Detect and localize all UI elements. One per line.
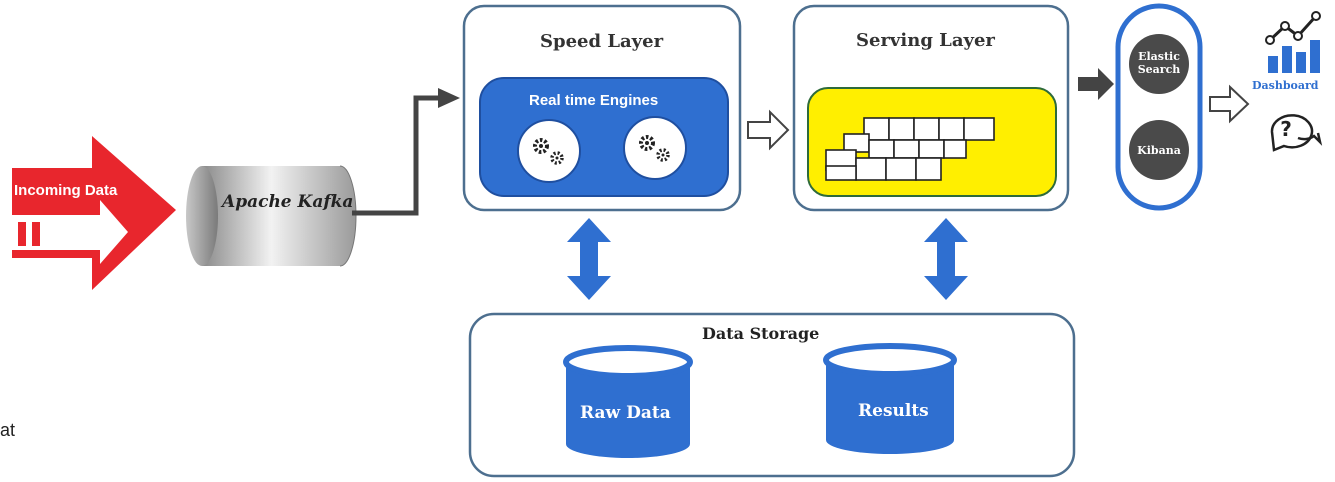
engine-gear-icon [517,119,581,183]
real-time-engines-title: Real time Engines [529,92,659,109]
kibana-node [1129,120,1189,180]
engine-gear-icon [623,116,687,180]
raw-data-label: Raw Data [580,403,671,423]
serving-to-search-arrow [1078,68,1114,100]
speed-to-serving-arrow [747,109,790,151]
search-to-dashboard-arrow [1209,84,1250,124]
edge-text-fragment: at [0,420,16,440]
results-label: Results [858,401,929,421]
serving-blocks-icon [825,117,995,181]
serving-layer-title: Serving Layer [856,30,995,51]
kafka-to-speed-connector [352,88,460,216]
data-storage-title: Data Storage [702,324,820,343]
dashboard-label: Dashboard [1252,79,1319,92]
kibana-label: Kibana [1137,144,1181,157]
incoming-data-arrow [12,136,176,290]
speed-layer-title: Speed Layer [540,31,664,52]
kafka-label: Apache Kafka [222,192,354,212]
question-chat-icon: ? [1270,114,1323,152]
results-db-icon [823,343,957,454]
elastic-search-node [1129,34,1189,94]
serving-storage-double-arrow [924,218,968,300]
raw-data-db-icon [563,345,693,458]
incoming-data-label: Incoming Data [14,182,118,199]
kafka-cylinder [186,165,357,267]
speed-storage-double-arrow [567,218,611,300]
svg-text:?: ? [1280,117,1292,141]
elastic-search-label: Elastic Search [1137,50,1181,76]
dashboard-chart-icon [1265,11,1321,73]
